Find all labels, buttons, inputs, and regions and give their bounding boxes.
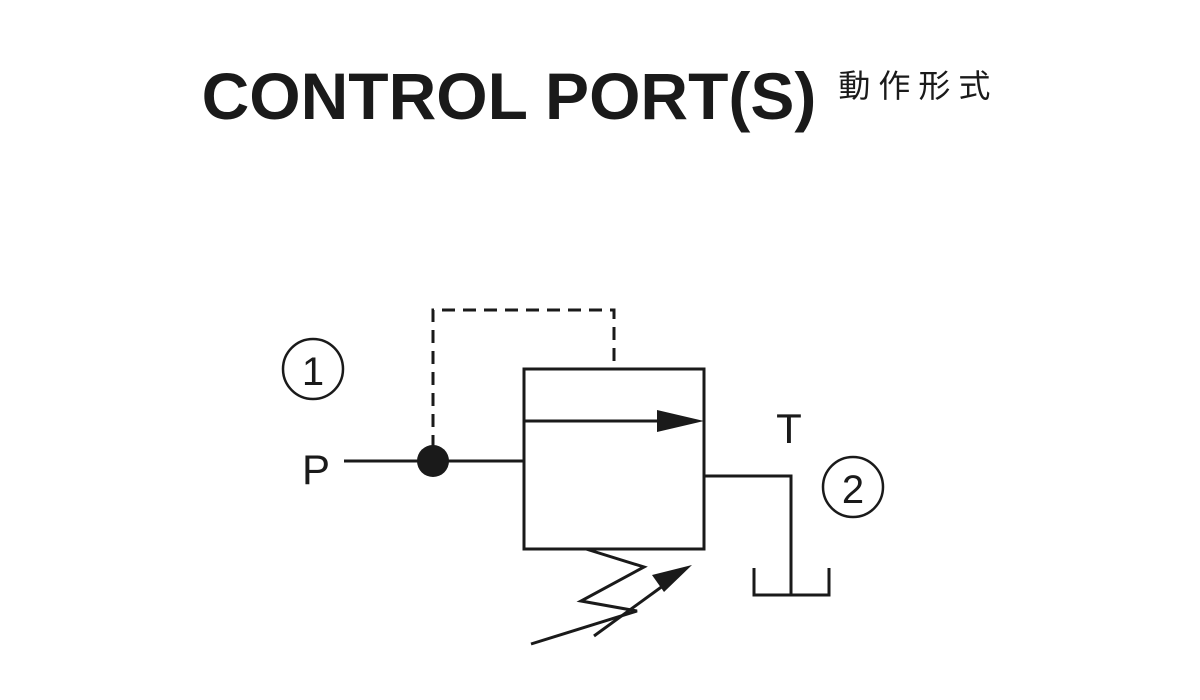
port-2-marker: 2 bbox=[821, 455, 885, 519]
port-2-digit: 2 bbox=[842, 468, 864, 512]
port-p-label: P bbox=[302, 446, 330, 493]
flow-arrow-head bbox=[657, 410, 704, 432]
adjust-arrow-line bbox=[593, 578, 672, 638]
page-title: CONTROL PORT(S) 動作形式 bbox=[0, 58, 1200, 134]
spring-symbol bbox=[530, 547, 648, 646]
pilot-line bbox=[431, 308, 616, 448]
junction-dot bbox=[417, 445, 449, 477]
port-1-digit: 1 bbox=[302, 350, 324, 394]
title-chinese: 動作形式 bbox=[838, 67, 999, 105]
title-english: CONTROL PORT(S) bbox=[201, 59, 817, 133]
port-1-circle bbox=[281, 337, 345, 401]
tank-line bbox=[704, 474, 793, 595]
valve-body bbox=[522, 367, 706, 551]
tank-symbol bbox=[752, 568, 831, 597]
port-1-marker: 1 bbox=[281, 337, 345, 401]
port-t-label: T bbox=[776, 405, 802, 452]
adjust-arrow-head bbox=[652, 565, 692, 592]
port-2-circle bbox=[821, 455, 885, 519]
